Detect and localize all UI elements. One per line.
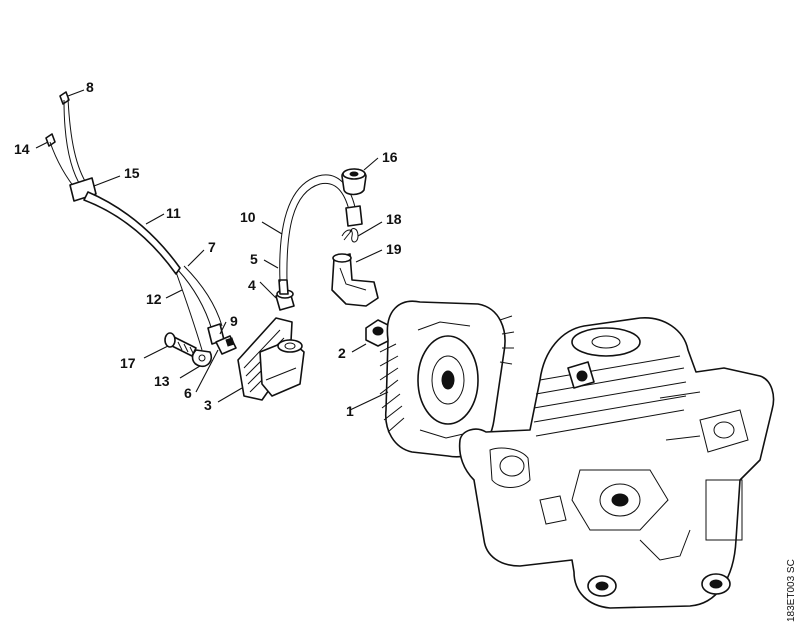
label-8: 8 [86,79,94,95]
label-16: 16 [382,149,398,165]
label-12: 12 [146,291,162,307]
label-4: 4 [248,277,256,293]
terminal-9 [215,335,237,355]
grommet-16 [341,168,367,196]
label-13: 13 [154,373,170,389]
label-9: 9 [230,313,238,329]
lead-end-5 [278,279,289,295]
nut-2 [365,319,391,347]
label-11: 11 [166,205,181,221]
label-17: 17 [120,355,136,371]
label-15: 15 [124,165,140,181]
sleeve-11 [83,191,181,275]
label-3: 3 [204,397,212,413]
wire-tip-8 [59,91,70,105]
leader-lines [35,89,389,411]
label-19: 19 [386,241,402,257]
engine-crankcase [458,317,775,609]
label-14: 14 [14,141,30,157]
label-10: 10 [240,209,256,225]
label-1: 1 [346,403,354,419]
screw-17 [164,332,197,357]
wire-harness [45,91,225,368]
label-6: 6 [184,385,192,401]
spark-plug-boot-19 [331,253,379,307]
label-18: 18 [386,211,402,227]
reference-code: 183ET003 SC [786,559,797,622]
wire-tip-14 [45,133,56,147]
ignition-module-3 [237,317,305,401]
label-5: 5 [250,251,258,267]
flywheel-1 [379,300,515,458]
part-labels: 1 2 3 4 5 6 7 8 9 10 11 12 13 14 15 16 1… [14,79,402,419]
spring-18 [341,228,359,243]
ring-terminal-13 [191,349,213,368]
label-7: 7 [208,239,216,255]
label-2: 2 [338,345,346,361]
